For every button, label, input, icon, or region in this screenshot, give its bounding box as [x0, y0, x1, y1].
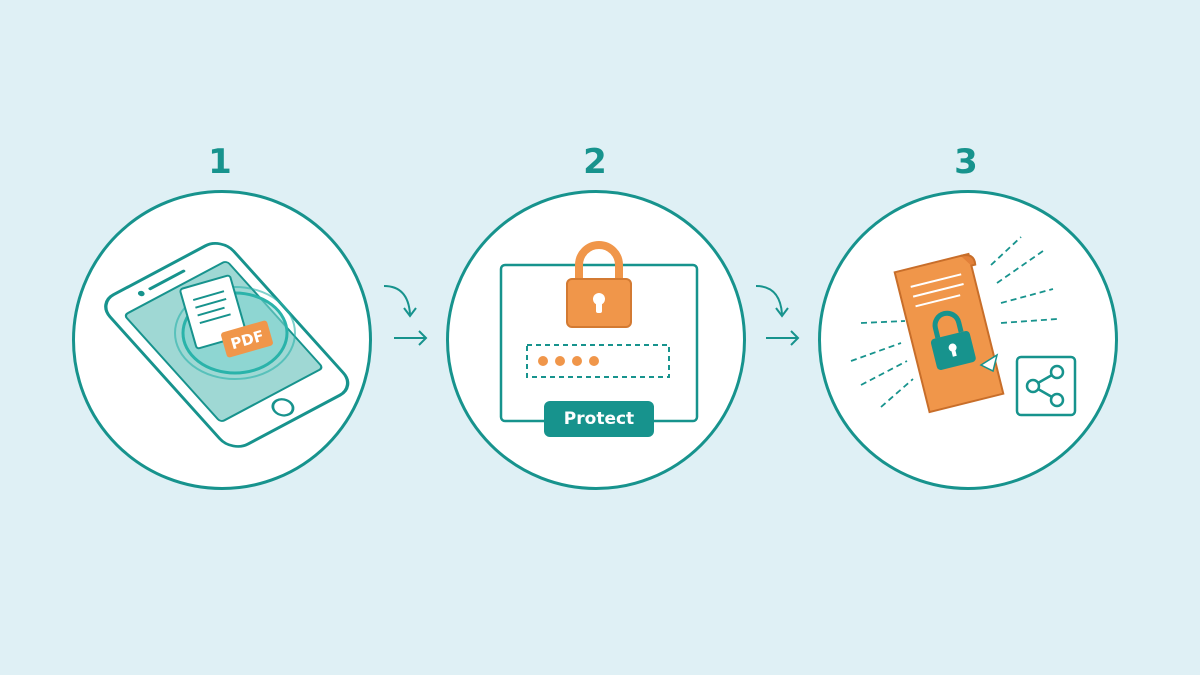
step-1-circle: PDF: [72, 190, 372, 490]
step-2-circle: Protect: [446, 190, 746, 490]
step-2-number: 2: [583, 142, 607, 182]
locked-document-share-icon: [850, 236, 1077, 417]
step-1-number: 1: [208, 142, 232, 182]
phone-scan-pdf-icon: PDF: [104, 242, 350, 448]
arrow-right-icon: [755, 285, 800, 346]
step-3-number: 3: [954, 142, 978, 182]
password-lock-form-icon: [499, 241, 699, 423]
step-3-circle: [818, 190, 1118, 490]
arrow-right-icon: [383, 285, 428, 346]
protect-button[interactable]: Protect: [544, 401, 654, 437]
